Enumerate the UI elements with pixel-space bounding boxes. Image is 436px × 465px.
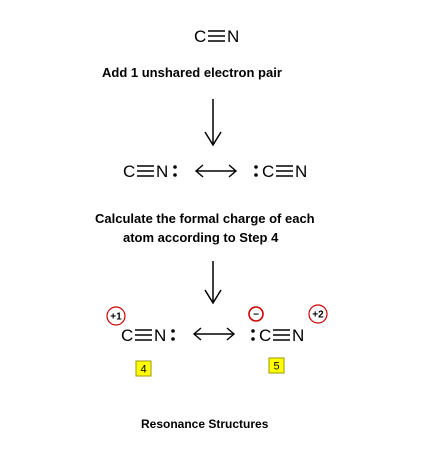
step2-caption-line2: atom according to Step 4 [123, 230, 279, 245]
structure-left-bottom: C N [121, 326, 175, 345]
atom-nitrogen: N [156, 162, 168, 181]
atom-nitrogen: N [227, 27, 239, 46]
charge-label: +1 [110, 312, 122, 323]
triple-bond [273, 329, 290, 341]
atom-carbon: C [123, 162, 135, 181]
lone-pair [173, 165, 177, 177]
charge-right-carbon: − [248, 306, 264, 322]
badge-label: 5 [273, 361, 279, 373]
resonance-arrow-icon [194, 164, 238, 178]
step-badge-left: 4 [135, 360, 152, 377]
triple-bond [137, 165, 154, 177]
down-arrow-icon [204, 99, 222, 147]
step1-caption: Add 1 unshared electron pair [102, 65, 282, 80]
step-badge-right: 5 [268, 357, 285, 374]
charge-left-carbon: +1 [106, 306, 126, 326]
lone-pair [171, 329, 175, 341]
atom-carbon: C [194, 27, 206, 46]
step2-caption-line1: Calculate the formal charge of each [95, 211, 315, 226]
resonance-arrow-icon [192, 327, 236, 341]
charge-circle [308, 304, 328, 324]
triple-bond [276, 165, 293, 177]
atom-nitrogen: N [292, 326, 304, 345]
charge-circle [106, 306, 126, 326]
atom-carbon: C [259, 326, 271, 345]
charge-circle [248, 306, 264, 322]
triple-bond [135, 329, 152, 341]
structure-right-bottom: C N [251, 326, 304, 345]
charge-label: +2 [312, 310, 324, 321]
lone-pair [251, 329, 255, 341]
lone-pair [254, 165, 258, 177]
molecule-top: C N [194, 27, 239, 46]
badge-label: 4 [140, 364, 146, 376]
atom-nitrogen: N [295, 162, 307, 181]
structure-right-mid: C N [254, 162, 307, 181]
atom-carbon: C [262, 162, 274, 181]
footer-label: Resonance Structures [141, 417, 269, 431]
triple-bond [208, 30, 225, 42]
charge-right-nitrogen: +2 [308, 304, 328, 324]
structure-left-mid: C N [123, 162, 177, 181]
down-arrow-icon [204, 261, 222, 305]
atom-carbon: C [121, 326, 133, 345]
charge-label: − [253, 310, 259, 321]
atom-nitrogen: N [154, 326, 166, 345]
